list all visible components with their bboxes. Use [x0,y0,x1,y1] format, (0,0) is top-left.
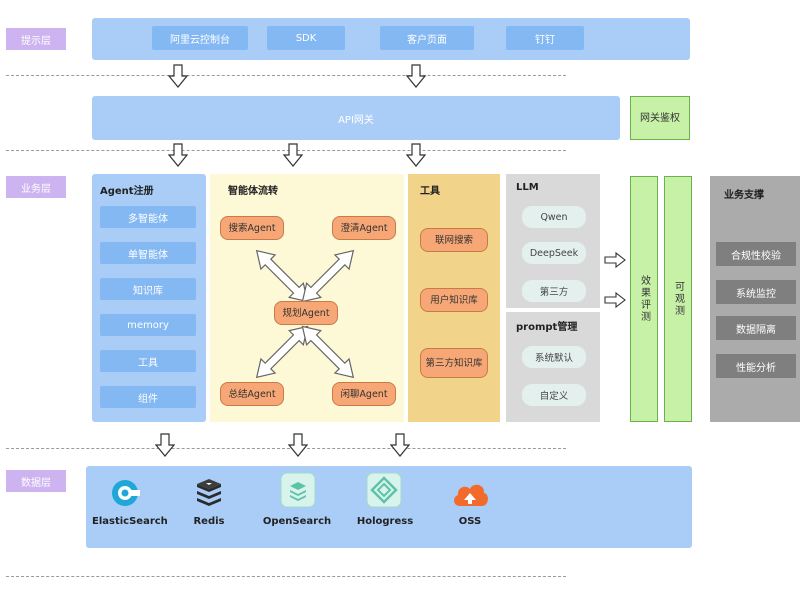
down-arrow-icon [168,64,188,88]
agent-register-memory[interactable]: memory [100,314,196,336]
double-arrow-icon [294,318,361,385]
down-arrow-icon [283,143,303,167]
prompt-custom[interactable]: 自定义 [522,384,586,406]
down-arrow-icon [155,433,175,457]
elasticsearch-icon [112,480,140,506]
right-arrow-icon [604,252,626,268]
biz-support-performance[interactable]: 性能分析 [716,354,796,378]
agent-summary[interactable]: 总结Agent [220,382,284,406]
tool-web-search[interactable]: 联网搜索 [420,228,488,252]
biz-support-compliance[interactable]: 合规性校验 [716,242,796,266]
data-store-elasticsearch[interactable]: ElasticSearch [92,516,168,527]
llm-deepseek[interactable]: DeepSeek [522,242,586,264]
presentation-item-customer-page[interactable]: 客户页面 [380,26,474,50]
llm-title: LLM [516,182,539,193]
oss-cloud-icon [454,484,488,506]
gateway-auth[interactable]: 网关鉴权 [630,96,690,140]
divider-1 [6,75,566,76]
right-arrow-icon [604,292,626,308]
data-store-redis[interactable]: Redis [193,516,225,527]
agent-flow-title: 智能体流转 [228,186,278,197]
down-arrow-icon [168,143,188,167]
agent-register-tools[interactable]: 工具 [100,350,196,372]
hologress-icon [366,472,402,508]
divider-4 [6,576,566,577]
agent-register-components[interactable]: 组件 [100,386,196,408]
observability-column[interactable]: 可观测 [664,176,692,422]
opensearch-icon [280,472,316,508]
api-gateway[interactable]: API网关 [92,96,620,140]
agent-search[interactable]: 搜索Agent [220,216,284,240]
biz-support-title: 业务支撑 [724,190,764,201]
agent-register-single-agent[interactable]: 单智能体 [100,242,196,264]
agent-register-multi-agent[interactable]: 多智能体 [100,206,196,228]
layer-label-presentation: 提示层 [6,28,66,50]
data-store-opensearch[interactable]: OpenSearch [262,516,332,527]
divider-3 [6,448,566,449]
biz-support-monitoring[interactable]: 系统监控 [716,280,796,304]
double-arrow-icon [294,243,361,310]
agent-clarify[interactable]: 澄清Agent [332,216,396,240]
llm-qwen[interactable]: Qwen [522,206,586,228]
presentation-item-console[interactable]: 阿里云控制台 [152,26,248,50]
agent-register-title: Agent注册 [100,186,154,197]
down-arrow-icon [406,64,426,88]
llm-third-party[interactable]: 第三方 [522,280,586,302]
agent-chat[interactable]: 闲聊Agent [332,382,396,406]
presentation-item-dingtalk[interactable]: 钉钉 [506,26,584,50]
down-arrow-icon [390,433,410,457]
tool-user-knowledge-base[interactable]: 用户知识库 [420,288,488,312]
tool-third-party-knowledge-base[interactable]: 第三方知识库 [420,348,488,378]
layer-label-data: 数据层 [6,470,66,492]
evaluation-column[interactable]: 效果评测 [630,176,658,422]
biz-support-data-isolation[interactable]: 数据隔离 [716,316,796,340]
data-store-oss[interactable]: OSS [458,516,482,527]
prompt-title: prompt管理 [516,322,578,333]
observability-label: 可观测 [672,281,684,317]
agent-planning[interactable]: 规划Agent [274,301,338,325]
data-store-hologress[interactable]: Hologress [356,516,414,527]
divider-2 [6,150,566,151]
down-arrow-icon [406,143,426,167]
down-arrow-icon [288,433,308,457]
evaluation-label: 效果评测 [638,275,650,323]
prompt-system-default[interactable]: 系统默认 [522,346,586,368]
redis-icon [197,479,221,506]
layer-label-business: 业务层 [6,176,66,198]
presentation-item-sdk[interactable]: SDK [267,26,345,50]
tools-title: 工具 [420,186,440,197]
agent-register-knowledge-base[interactable]: 知识库 [100,278,196,300]
